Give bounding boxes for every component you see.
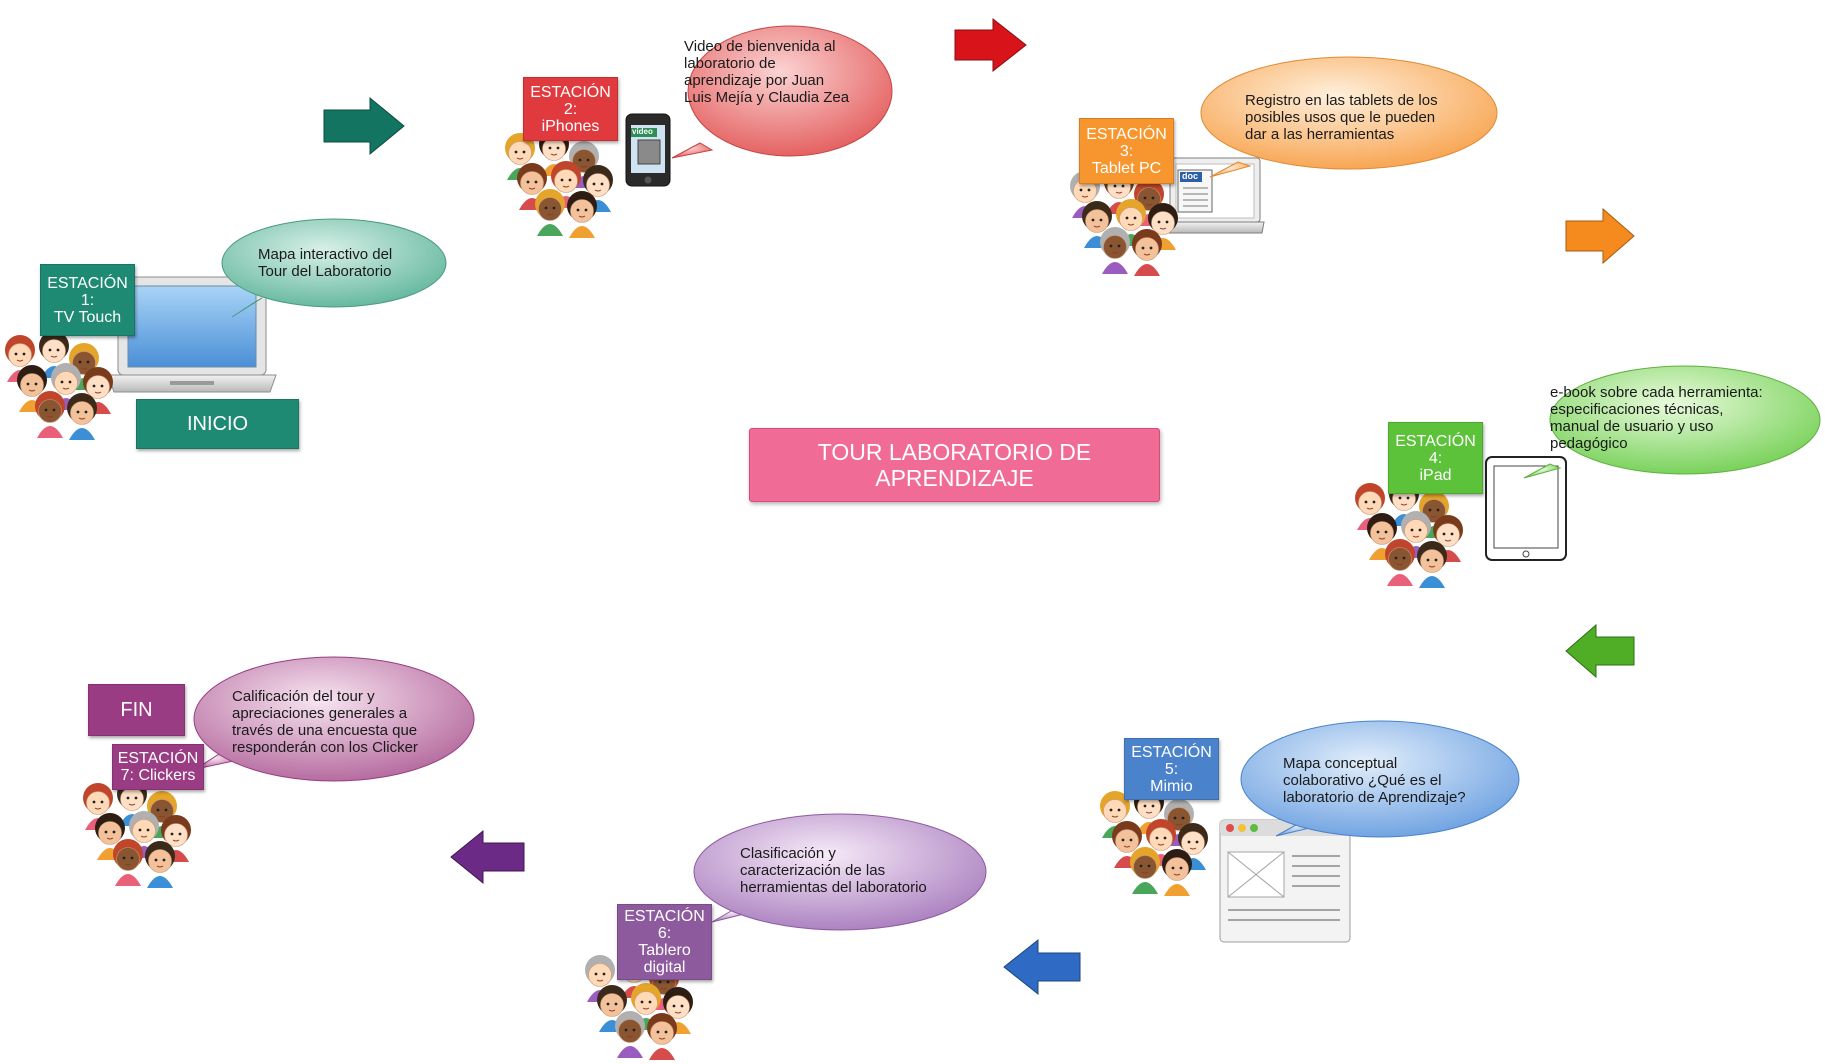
arrow-left-blue-icon — [1003, 938, 1081, 996]
arrow-left-green-icon — [1565, 623, 1635, 679]
person-icon — [615, 1011, 645, 1058]
person-icon — [1100, 227, 1130, 274]
person-icon — [113, 839, 143, 886]
speech-bubble-station-5 — [1240, 720, 1520, 838]
person-icon — [647, 1013, 677, 1060]
person-icon — [17, 365, 47, 412]
arrow-right-orange-icon — [1565, 207, 1635, 265]
speech-bubble-station-6 — [693, 813, 987, 931]
person-icon — [1417, 541, 1447, 588]
person-icon — [35, 391, 65, 438]
person-icon — [1132, 229, 1162, 276]
tablet-doc-label: doc — [1182, 171, 1199, 181]
tablet-pc-icon — [1159, 157, 1265, 234]
title-line-1: TOUR LABORATORIO DE — [817, 439, 1092, 465]
person-icon — [567, 191, 597, 238]
laptop-icon — [107, 276, 277, 393]
arrow-right-teal-icon — [323, 96, 405, 156]
bubble-text-station-4: e-book sobre cada herramienta:especifica… — [1550, 384, 1763, 452]
speech-bubble-station-7 — [193, 656, 475, 782]
ipad-icon — [1485, 456, 1567, 561]
diagram-title: TOUR LABORATORIO DE APRENDIZAJE — [749, 428, 1160, 502]
title-line-2: APRENDIZAJE — [875, 465, 1034, 491]
arrow-right-red-icon — [954, 17, 1027, 73]
arrow-left-purple-icon — [450, 829, 525, 885]
speech-bubble-station-4 — [1523, 365, 1821, 479]
inicio-label: INICIO — [136, 399, 299, 449]
fin-label: FIN — [88, 684, 185, 736]
person-icon — [1385, 539, 1415, 586]
person-icon — [1355, 483, 1385, 530]
speech-bubble-station-1 — [221, 218, 447, 318]
iphone-video-label: video — [632, 127, 653, 136]
person-icon — [1162, 849, 1192, 896]
speech-bubble-station-2 — [671, 25, 893, 159]
person-icon — [67, 393, 97, 440]
browser-window-icon — [1219, 819, 1351, 943]
person-icon — [535, 189, 565, 236]
iphone-icon — [625, 113, 671, 187]
person-icon — [1130, 847, 1160, 894]
person-icon — [1433, 515, 1463, 562]
speech-bubble-station-3 — [1200, 56, 1498, 178]
person-icon — [145, 841, 175, 888]
